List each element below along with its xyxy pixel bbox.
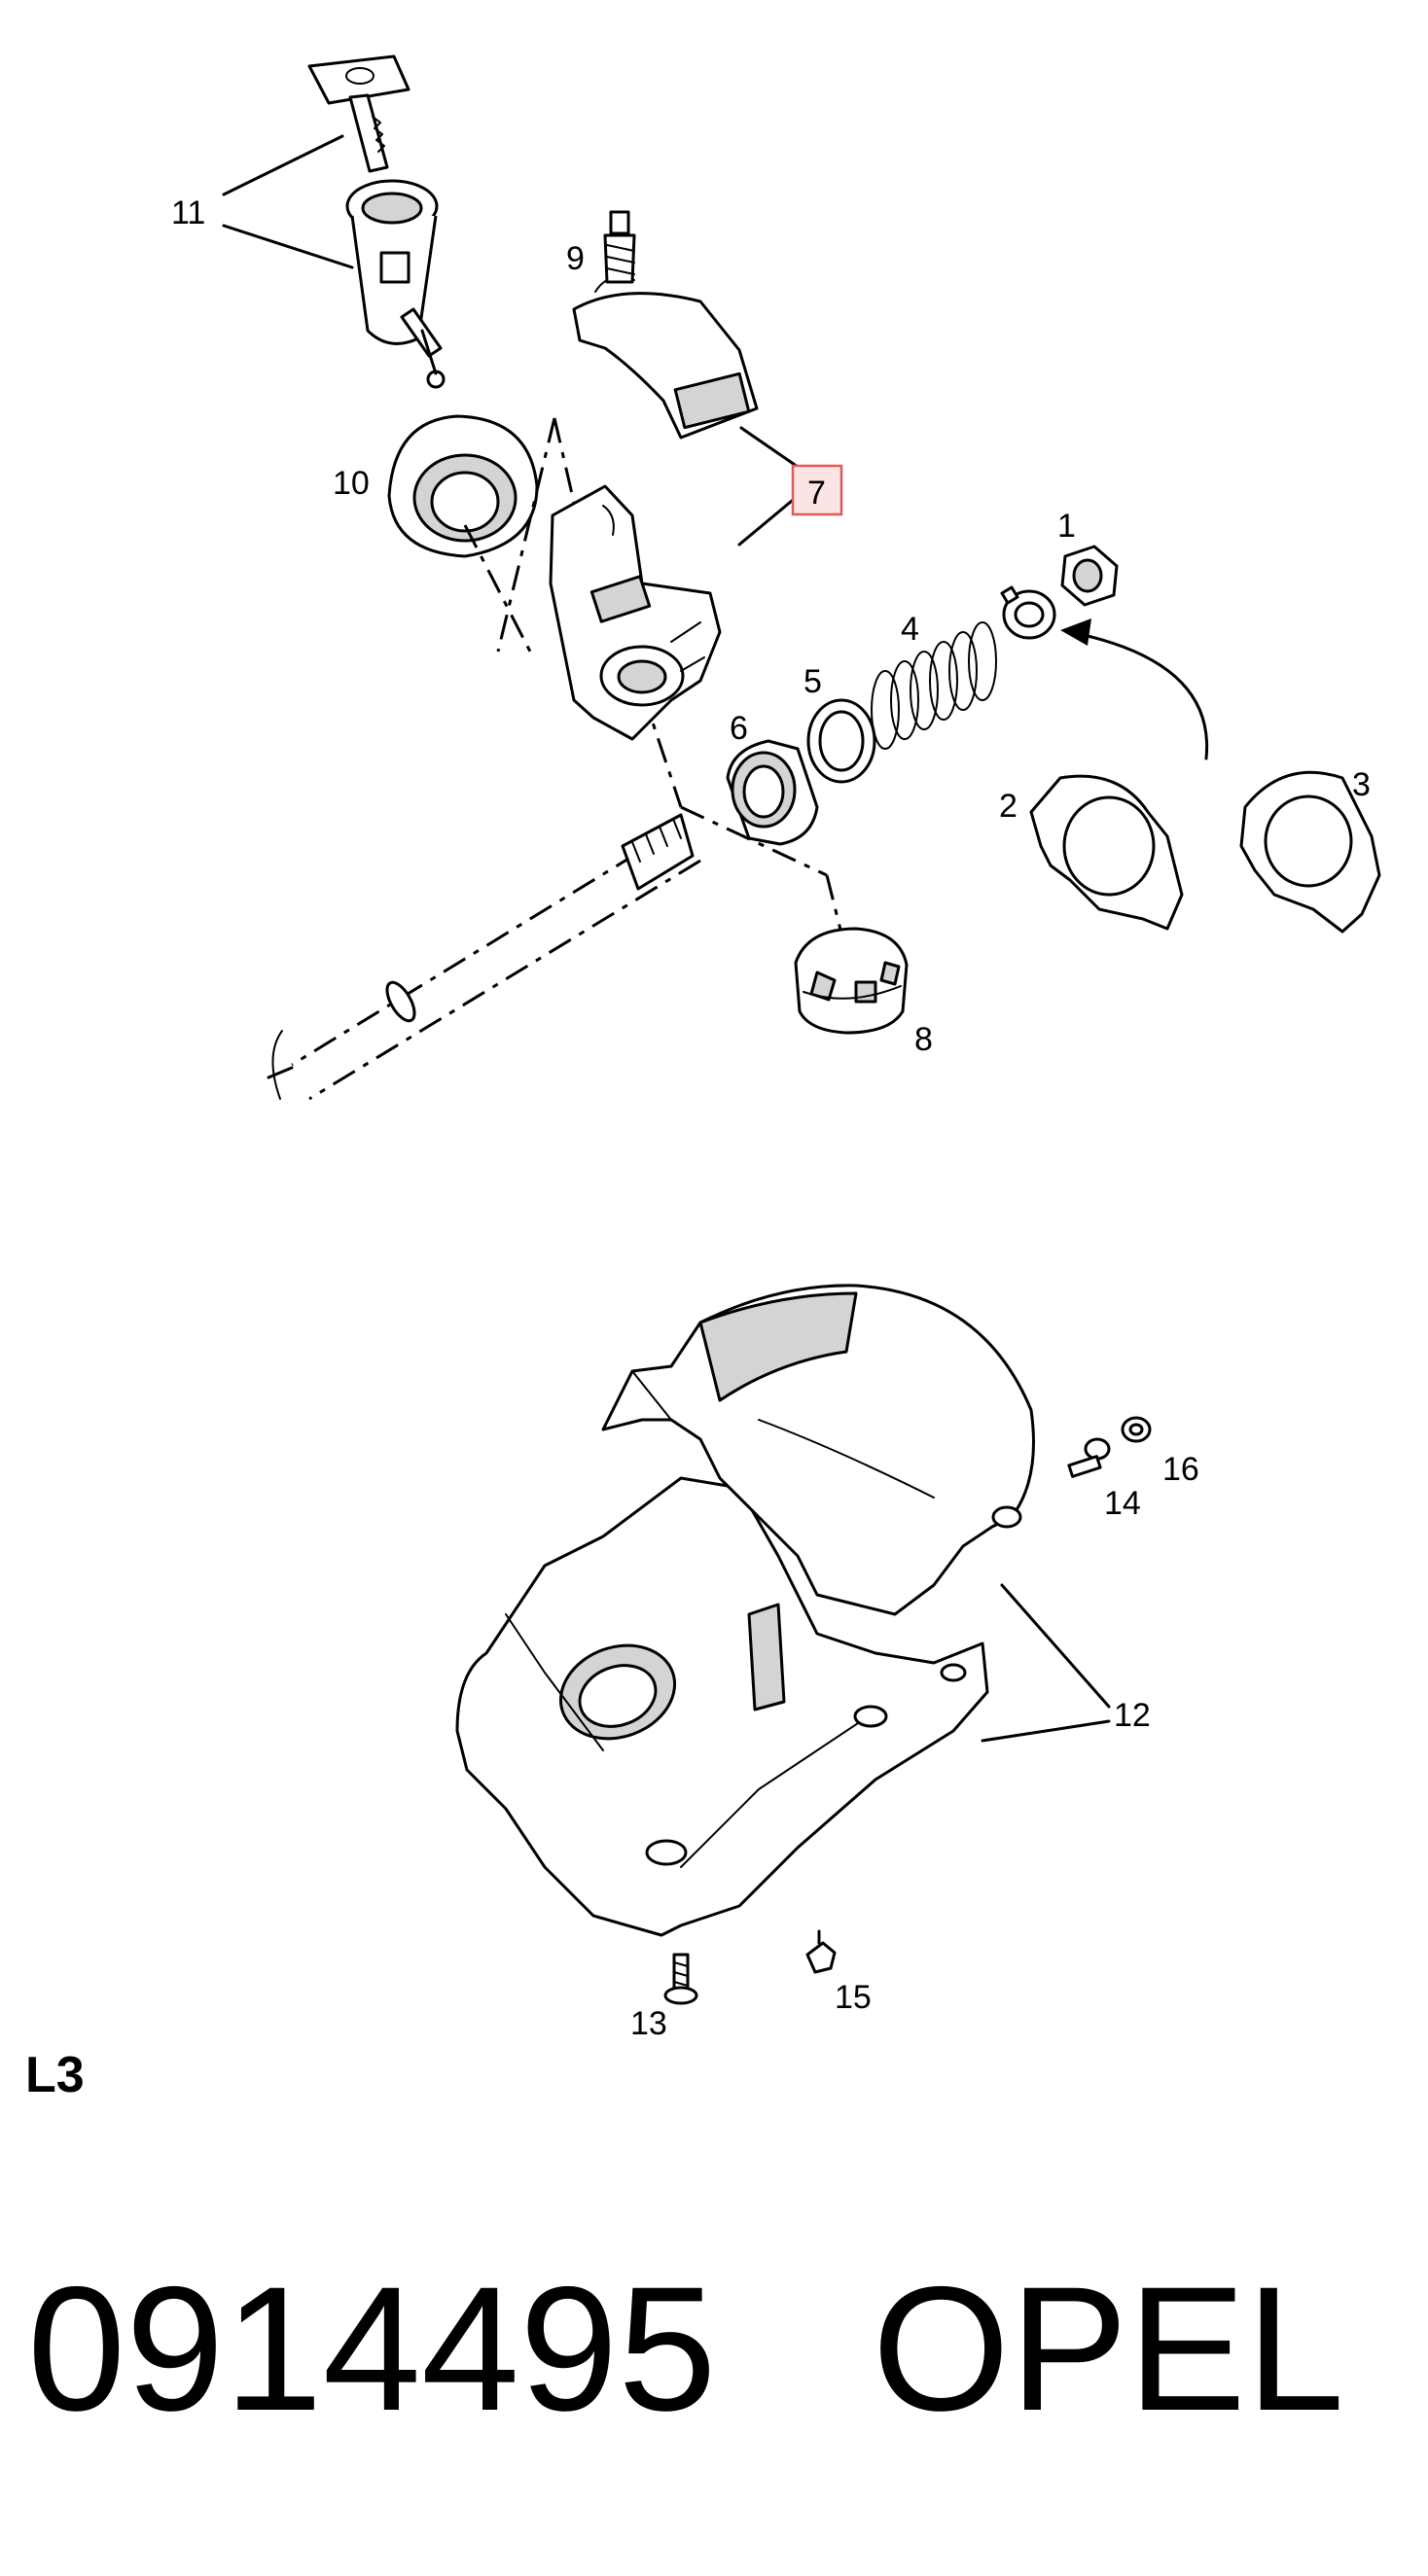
callout-11: 11 <box>171 194 205 231</box>
tab-washer-3 <box>1239 770 1381 934</box>
callout-13: 13 <box>630 2005 667 2042</box>
callout-6: 6 <box>730 710 748 747</box>
callout-14: 14 <box>1104 1485 1141 1522</box>
screw-14 <box>1067 1437 1111 1478</box>
tab-washer-2 <box>1029 774 1184 931</box>
callout-5: 5 <box>803 663 822 700</box>
steering-shaft <box>267 813 701 1101</box>
part-number: 0914495 <box>27 2249 717 2448</box>
brand-name: OPEL <box>872 2249 1345 2448</box>
callout-12: 12 <box>1114 1697 1151 1734</box>
callout-7: 7 <box>807 475 826 512</box>
callout-2: 2 <box>999 788 1017 825</box>
screw-13 <box>663 1953 698 2005</box>
upper-shroud <box>601 1284 1035 1616</box>
leader-lines <box>222 134 1111 1743</box>
callout-9: 9 <box>566 240 585 277</box>
callout-4: 4 <box>901 611 919 648</box>
key-and-lock-cylinder <box>307 54 446 389</box>
housing-cover <box>572 276 759 440</box>
screw-15 <box>805 1929 837 1974</box>
steering-lock-housing <box>549 484 722 741</box>
callout-labels: 1 2 3 4 5 6 7 8 9 10 11 12 13 14 15 16 <box>171 194 1371 2042</box>
lock-sleeve <box>387 414 539 558</box>
bearing <box>726 739 819 846</box>
small-lock-washer <box>1000 585 1056 640</box>
callout-16: 16 <box>1162 1451 1199 1488</box>
callout-3: 3 <box>1352 766 1371 803</box>
section-label: L3 <box>25 2047 85 2103</box>
callout-15: 15 <box>835 1979 872 2016</box>
callout-10: 10 <box>333 465 370 502</box>
ring <box>806 698 876 784</box>
nut <box>1060 545 1119 607</box>
shear-bolt <box>603 210 636 284</box>
clip-16 <box>1121 1416 1152 1443</box>
callout-1: 1 <box>1057 508 1076 545</box>
driver <box>794 927 909 1035</box>
direction-arrow <box>1060 618 1209 760</box>
callout-7-highlight <box>791 464 843 516</box>
callout-8: 8 <box>914 1021 933 1058</box>
spring <box>871 621 997 750</box>
part-info-row: 0914495 OPEL <box>27 2237 1409 2460</box>
lower-shroud <box>455 1476 989 1937</box>
